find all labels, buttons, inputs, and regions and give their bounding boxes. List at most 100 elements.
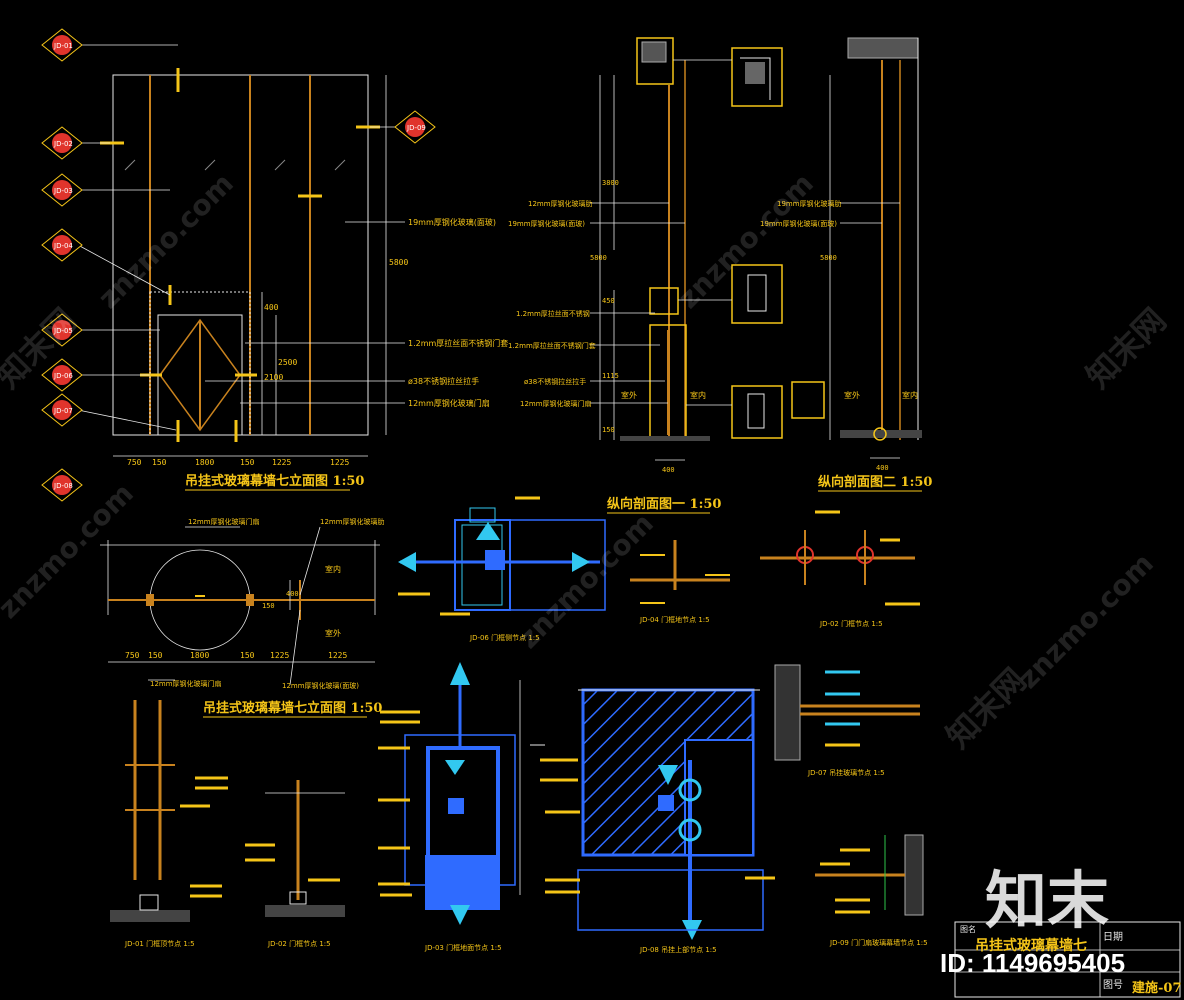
elevation-label-1: 19mm厚钢化玻璃(面玻): [408, 217, 496, 227]
elevation-label-3: ø38不锈钢拉丝拉手: [408, 376, 479, 386]
plan-dim-3: 1800: [190, 651, 209, 660]
elevation-dim-6: 1225: [330, 458, 349, 467]
elevation-dim-2: 150: [152, 458, 167, 467]
section-1-label-3: 1.2mm厚拉丝面不锈钢: [516, 309, 590, 318]
section-1-dim-4: 1115: [602, 372, 619, 380]
elevation-dim-door-1: 400: [264, 303, 279, 312]
section-1-label-4: 1.2mm厚拉丝面不锈钢门套: [508, 341, 596, 350]
detail-jd07: [774, 664, 920, 761]
section-1-label-5: ø38不锈钢拉丝拉手: [524, 377, 586, 386]
detail-jd01: [110, 700, 228, 922]
titleblock-name-label: 图名: [960, 924, 976, 934]
detail-jd02-top-caption: JD-02 门框节点 1:5: [819, 619, 883, 628]
section-2-room-out: 室外: [844, 390, 860, 400]
marker-jd04-label: JD-04: [53, 242, 73, 250]
detail-jd02-top: [760, 510, 920, 606]
section-1-view: [590, 37, 825, 461]
detail-jd03: [378, 662, 545, 925]
plan-title: 吊挂式玻璃幕墙七立面图 1:50: [203, 700, 382, 716]
elevation-dim-3: 1800: [195, 458, 214, 467]
plan-room-out: 室外: [325, 628, 341, 638]
brand-logo: 知末: [985, 864, 1109, 937]
elevation-dim-5: 1225: [272, 458, 291, 467]
detail-markers: JD-01 JD-02 JD-03 JD-04 JD-05 JD-06 JD-0…: [41, 28, 436, 502]
detail-jd06-caption: JD-06 门框侧节点 1:5: [469, 633, 540, 642]
elevation-dim-4: 150: [240, 458, 255, 467]
elevation-title: 吊挂式玻璃幕墙七立面图 1:50: [185, 473, 364, 489]
detail-jd01-caption: JD-01 门框顶节点 1:5: [124, 939, 195, 948]
plan-label-1: 12mm厚钢化玻璃门扇: [188, 517, 260, 526]
titleblock-date-label: 日期: [1103, 931, 1123, 943]
elevation-label-2: 1.2mm厚拉丝面不锈钢门套: [408, 338, 508, 348]
elevation-label-4: 12mm厚钢化玻璃门扇: [408, 398, 490, 408]
detail-jd03-caption: JD-03 门框地面节点 1:5: [424, 943, 502, 952]
marker-jd06-label: JD-06: [53, 372, 73, 380]
plan-dim-side-2: 150: [262, 602, 275, 610]
detail-jd06: [398, 496, 606, 616]
section-2-dim-1: 5800: [820, 254, 837, 262]
marker-jd08[interactable]: JD-08: [41, 468, 83, 502]
marker-jd07-label: JD-07: [53, 407, 73, 415]
marker-jd03[interactable]: JD-03: [41, 173, 83, 207]
marker-jd05-label: JD-05: [53, 327, 73, 335]
section-1-dim-3: 450: [602, 297, 615, 305]
plan-view: [100, 526, 380, 686]
marker-jd02-label: JD-02: [53, 140, 73, 148]
marker-jd04[interactable]: JD-04: [41, 228, 83, 262]
plan-dim-5: 1225: [270, 651, 289, 660]
detail-jd07-caption: JD-07 吊挂玻璃节点 1:5: [807, 768, 885, 777]
section-2-label-2: 19mm厚钢化玻璃(面玻): [760, 219, 837, 228]
detail-jd04-caption: JD-04 门框地节点 1:5: [639, 615, 710, 624]
plan-dim-2: 150: [148, 651, 163, 660]
plan-dim-side-1: 400: [286, 590, 299, 598]
elevation-dim-door-3: 2500: [278, 358, 297, 367]
titleblock-drawing-name: 吊挂式玻璃幕墙七: [975, 937, 1087, 954]
section-2-dim-bottom: 400: [876, 464, 889, 472]
elevation-view: [77, 44, 405, 457]
marker-jd02[interactable]: JD-02: [41, 126, 83, 160]
section-1-dim-1: 3800: [602, 179, 619, 187]
detail-jd08: [540, 688, 775, 940]
elevation-dim-door-2: 2100: [264, 373, 283, 382]
elevation-dim-1: 750: [127, 458, 142, 467]
title-block: [954, 921, 1181, 998]
section-1-room-out: 室外: [621, 390, 637, 400]
detail-jd02-bottom-caption: JD-02 门框节点 1:5: [267, 939, 331, 948]
detail-jd08-caption: JD-08 吊挂上部节点 1:5: [639, 945, 717, 954]
plan-label-3: 12mm厚钢化玻璃门扇: [150, 679, 222, 688]
titleblock-no-label: 图号: [1103, 979, 1123, 991]
marker-jd01[interactable]: JD-01: [41, 28, 83, 62]
detail-jd09: [815, 834, 924, 916]
section-1-room-in: 室内: [690, 390, 706, 400]
marker-jd06[interactable]: JD-06: [41, 358, 83, 392]
section-2-label-1: 19mm厚钢化玻璃肋: [777, 199, 842, 208]
marker-jd05[interactable]: JD-05: [41, 313, 83, 347]
marker-jd03-label: JD-03: [53, 187, 73, 195]
titleblock-drawing-no: 建施-07: [1132, 980, 1182, 996]
detail-jd09-caption: JD-09 门门扇玻璃幕墙节点 1:5: [829, 938, 928, 947]
marker-jd07[interactable]: JD-07: [41, 393, 83, 427]
section-1-dim-5: 150: [602, 426, 615, 434]
elevation-dim-total: 5800: [389, 258, 408, 267]
marker-jd09-label: JD-09: [406, 124, 426, 132]
section-1-label-6: 12mm厚钢化玻璃门扇: [520, 399, 592, 408]
section-2-room-in: 室内: [902, 390, 918, 400]
plan-label-2: 12mm厚钢化玻璃肋: [320, 517, 385, 526]
section-1-label-2: 19mm厚钢化玻璃(面玻): [508, 219, 585, 228]
plan-dim-1: 750: [125, 651, 140, 660]
section-2-title: 纵向剖面图二 1:50: [818, 474, 932, 490]
section-2-view: [829, 37, 922, 459]
section-1-dim-2: 5800: [590, 254, 607, 262]
id-label: ID: 1149695405: [940, 948, 1125, 978]
marker-jd09[interactable]: JD-09: [394, 110, 436, 144]
section-1-dim-bottom: 400: [662, 466, 675, 474]
marker-jd01-label: JD-01: [53, 42, 73, 50]
detail-jd04: [630, 540, 730, 604]
plan-dim-4: 150: [240, 651, 255, 660]
plan-room-in: 室内: [325, 564, 341, 574]
plan-dim-6: 1225: [328, 651, 347, 660]
marker-jd08-label: JD-08: [53, 482, 73, 490]
section-1-title: 纵向剖面图一 1:50: [607, 496, 721, 512]
section-1-label-1: 12mm厚钢化玻璃肋: [528, 199, 593, 208]
